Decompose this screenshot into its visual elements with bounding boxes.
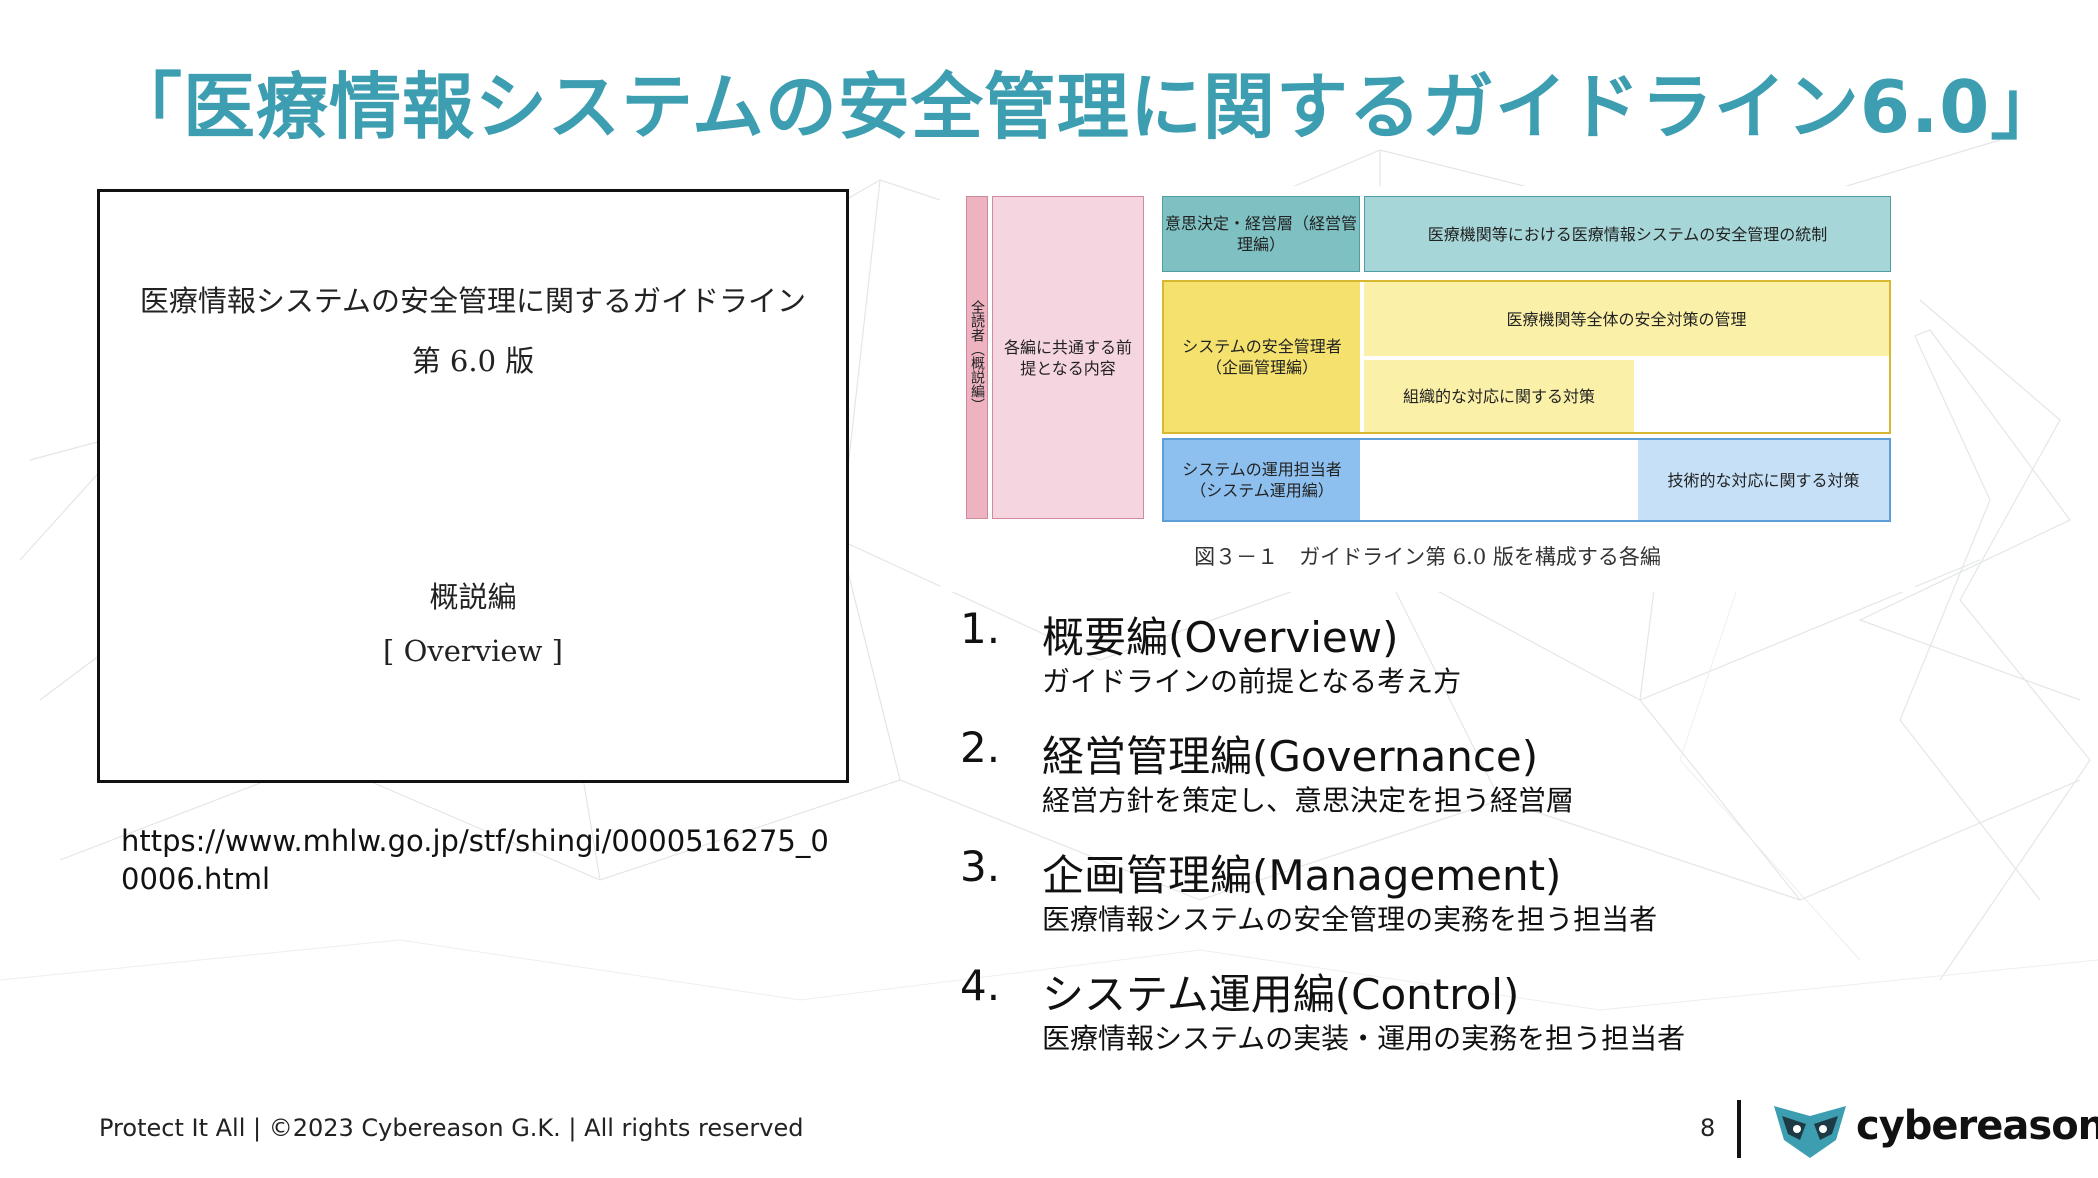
list-item-description: 医療情報システムの実装・運用の実務を担う担当者 (1042, 1022, 1686, 1055)
list-item-heading: 企画管理編(Management) (1042, 851, 1562, 900)
cover-volume: 概説編 (429, 580, 517, 614)
list-item-heading: 経営管理編(Governance) (1042, 732, 1539, 781)
ops-role-box: システムの運用担当者（システム運用編） (1164, 440, 1360, 520)
brand-wordmark: cybereason (1856, 1103, 2098, 1149)
source-url[interactable]: https://www.mhlw.go.jp/stf/shingi/000051… (121, 824, 829, 896)
list-item-number: 1. (960, 604, 1001, 653)
guideline-structure-figure: 全読者（概説編） 各編に共通する前提となる内容 意思決定・経営層（経営管理編） … (940, 186, 1915, 592)
slide-title: 「医療情報システムの安全管理に関するガイドライン6.0」 (110, 65, 2064, 149)
list-item-number: 3. (960, 842, 1001, 891)
list-item-description: ガイドラインの前提となる考え方 (1042, 665, 1462, 698)
list-item-description: 経営方針を策定し、意思決定を担う経営層 (1042, 784, 1575, 817)
list-item-description: 医療情報システムの安全管理の実務を担う担当者 (1042, 903, 1658, 936)
figure-caption: 図３－１ ガイドライン第 6.0 版を構成する各編 (1194, 545, 1661, 569)
owl-logo-icon (1774, 1106, 1846, 1158)
list-item: 2. 経営管理編(Governance) 経営方針を策定し、意思決定を担う経営層 (960, 723, 1960, 833)
page-number: 8 (1700, 1114, 1716, 1142)
all-readers-label: 全読者（概説編） (969, 300, 985, 412)
list-item-heading: システム運用編(Control) (1042, 970, 1520, 1019)
exec-role-box: 意思決定・経営層（経営管理編） (1162, 196, 1360, 272)
cover-volume-en: [ Overview ] (383, 634, 563, 668)
list-item-heading: 概要編(Overview) (1042, 613, 1399, 662)
list-item: 4. システム運用編(Control) 医療情報システムの実装・運用の実務を担う… (960, 961, 1960, 1071)
org-measures-box: 組織的な対応に関する対策 (1364, 360, 1634, 432)
list-item-number: 2. (960, 723, 1001, 772)
list-item-number: 4. (960, 961, 1001, 1010)
footer-divider (1737, 1100, 1741, 1158)
all-readers-bar (966, 196, 988, 519)
sysadmin-role-box: システムの安全管理者（企画管理編） (1164, 282, 1360, 432)
cover-edition: 第 6.0 版 (411, 344, 535, 378)
footer-copyright: Protect It All | ©2023 Cybereason G.K. |… (99, 1114, 804, 1142)
cover-title: 医療情報システムの安全管理に関するガイドライン (139, 284, 807, 318)
tech-measures-box: 技術的な対応に関する対策 (1638, 440, 1889, 520)
guideline-cover-page: 医療情報システムの安全管理に関するガイドライン 第 6.0 版 概説編 [ Ov… (97, 189, 849, 783)
list-item: 1. 概要編(Overview) ガイドラインの前提となる考え方 (960, 604, 1960, 714)
list-item: 3. 企画管理編(Management) 医療情報システムの安全管理の実務を担う… (960, 842, 1960, 952)
common-content-box: 各編に共通する前提となる内容 (992, 196, 1144, 519)
exec-desc-box: 医療機関等における医療情報システムの安全管理の統制 (1364, 196, 1891, 272)
overall-management-box: 医療機関等全体の安全対策の管理 (1364, 282, 1889, 356)
